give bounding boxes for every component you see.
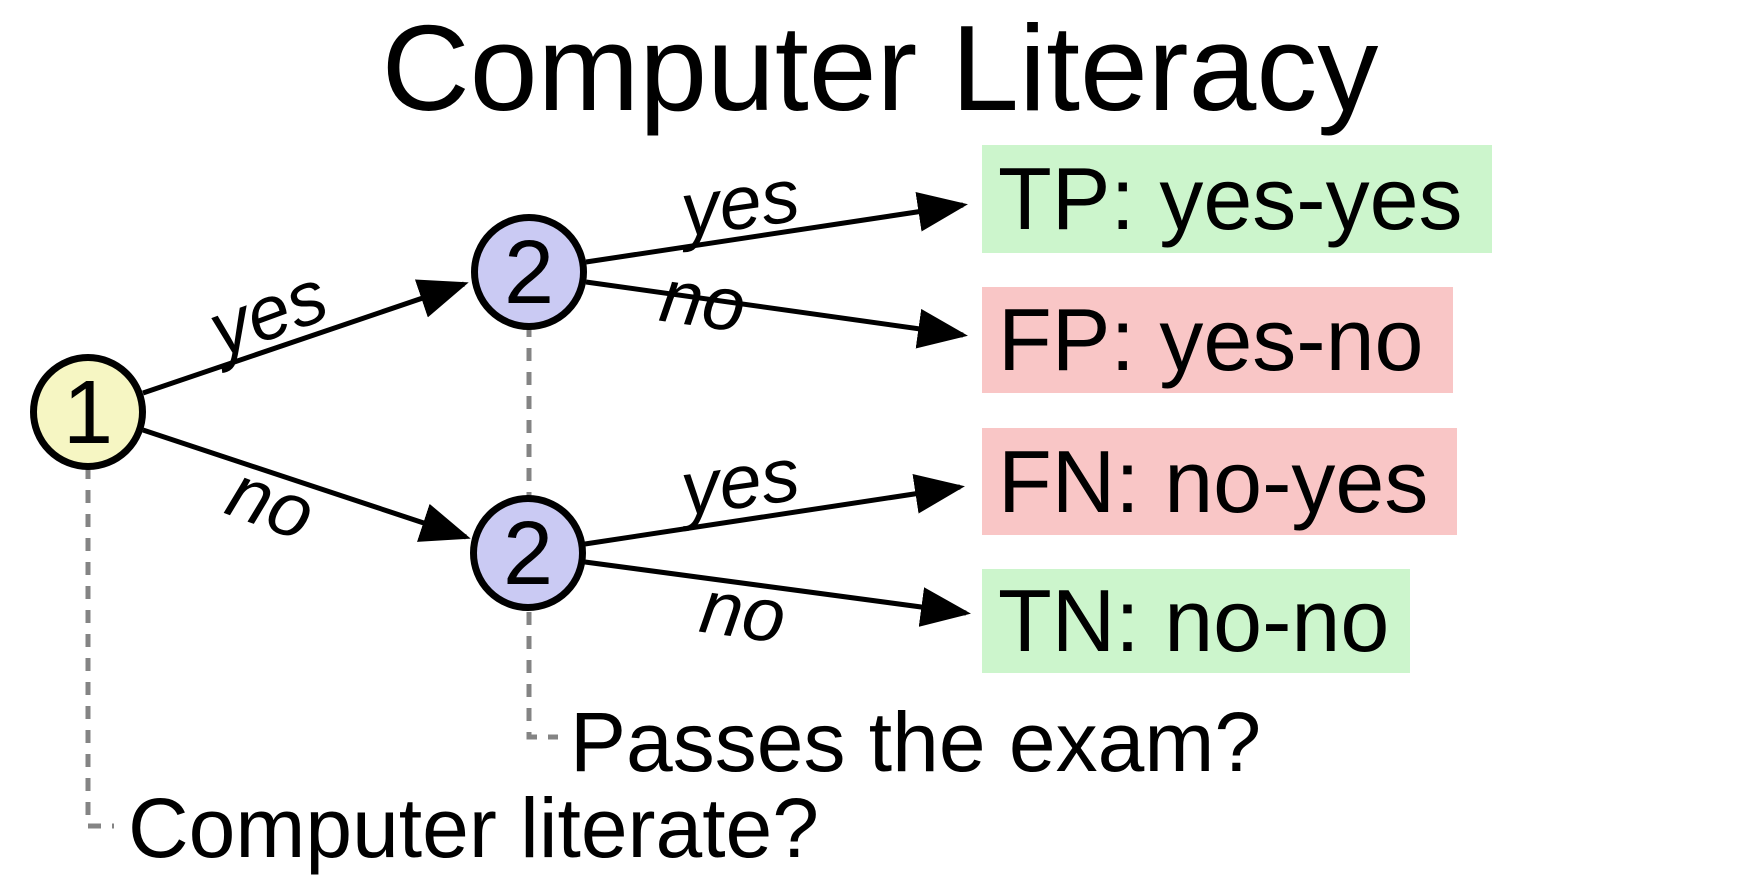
edge-root-no-line	[142, 427, 471, 542]
outcome-false-negative: FN: no-yes	[982, 428, 1457, 535]
edge-label-upper-yes: yes	[675, 152, 805, 254]
diagram-title: Computer Literacy	[381, 0, 1379, 136]
edge-upper-no-line	[585, 279, 968, 349]
node-label: 1	[62, 363, 114, 463]
node-label: 2	[503, 223, 555, 323]
outcome-true-positive: TP: yes-yes	[982, 145, 1492, 253]
guide-line-passes-exam	[526, 300, 558, 740]
node-exam-upper: 2	[471, 214, 587, 330]
question-passes-exam: Passes the exam?	[570, 695, 1262, 789]
edge-label-lower-yes: yes	[675, 431, 805, 533]
edge-upper-yes-line	[585, 191, 968, 265]
edge-lower-yes-line	[584, 473, 965, 547]
outcome-false-positive: FP: yes-no	[982, 287, 1453, 393]
edge-label-lower-no: no	[695, 564, 791, 660]
question-computer-literate: Computer literate?	[128, 781, 819, 875]
node-exam-lower: 2	[470, 495, 586, 611]
guide-line-computer-literate	[85, 442, 114, 829]
edge-label-upper-no: no	[655, 253, 751, 349]
outcome-true-negative: TN: no-no	[982, 569, 1410, 673]
edge-lower-no-line	[584, 559, 971, 627]
node-label: 2	[502, 504, 554, 604]
node-computer-literate: 1	[30, 354, 146, 470]
edge-root-yes-line	[142, 279, 469, 396]
